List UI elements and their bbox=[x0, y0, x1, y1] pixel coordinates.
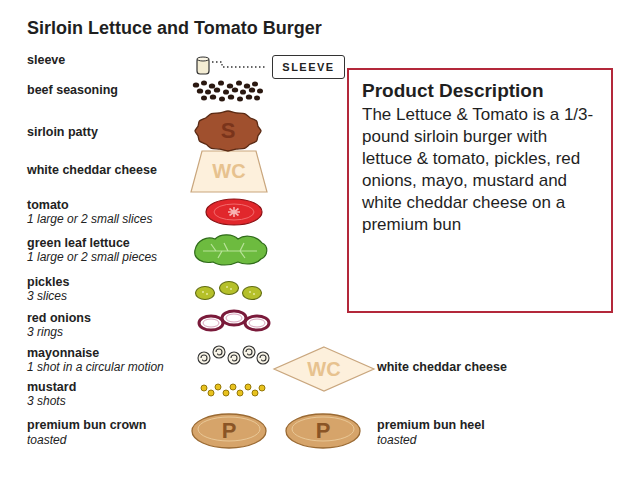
amount-note: 3 rings bbox=[27, 325, 63, 340]
amount-note: 1 large or 2 small slices bbox=[27, 212, 152, 227]
bun-heel: P bbox=[285, 413, 361, 449]
ingredient-label: premium bun heel bbox=[377, 418, 485, 433]
cheese-letters: WC bbox=[212, 160, 245, 183]
sleeve-label: SLEEVE bbox=[282, 61, 334, 73]
lettuce-leaf bbox=[195, 235, 267, 265]
amount-note: toasted bbox=[377, 433, 416, 448]
amount-note: 1 large or 2 small pieces bbox=[27, 250, 157, 265]
bun-outline bbox=[192, 414, 266, 448]
ingredient-label: mustard bbox=[27, 380, 76, 395]
ingredient-label: white cheddar cheese bbox=[377, 360, 507, 375]
amount-note: 3 shots bbox=[27, 394, 66, 409]
cheese-letters: WC bbox=[307, 358, 340, 381]
cheese-outline bbox=[274, 347, 374, 391]
ingredient-label: green leaf lettuce bbox=[27, 236, 130, 251]
patty-letter: S bbox=[221, 118, 236, 144]
ingredient-label: premium bun crown bbox=[27, 418, 146, 433]
cheese-outline bbox=[191, 151, 267, 192]
ingredient-label: pickles bbox=[27, 275, 69, 290]
patty-outline bbox=[195, 111, 261, 151]
bun-crown: P bbox=[191, 413, 267, 449]
description-heading: Product Description bbox=[362, 80, 598, 102]
cheese-slice: WC bbox=[190, 150, 268, 193]
amount-note: 1 shot in a circular motion bbox=[27, 360, 164, 375]
onion-rings bbox=[199, 311, 269, 330]
bun-outline bbox=[286, 414, 360, 448]
ingredient-label: sleeve bbox=[27, 53, 65, 68]
description-box: Product DescriptionThe Lettuce & Tomato … bbox=[347, 68, 613, 313]
cheese-slice: WC bbox=[273, 346, 375, 392]
amount-note: 3 slices bbox=[27, 289, 67, 304]
ingredient-label: tomato bbox=[27, 198, 69, 213]
bun-letter: P bbox=[316, 418, 331, 444]
ingredient-label: beef seasoning bbox=[27, 83, 118, 98]
mustard-dots bbox=[201, 384, 265, 396]
bun-letter: P bbox=[222, 418, 237, 444]
description-body: The Lettuce & Tomato is a 1/3-pound sirl… bbox=[362, 104, 598, 236]
sleeve-icon bbox=[197, 57, 266, 74]
sleeve-box: SLEEVE bbox=[272, 55, 345, 79]
pickle-slices bbox=[196, 282, 262, 300]
mayo-swirls bbox=[198, 346, 269, 364]
ingredient-label: mayonnaise bbox=[27, 346, 99, 361]
amount-note: toasted bbox=[27, 433, 66, 448]
ingredient-label: white cheddar cheese bbox=[27, 163, 157, 178]
patty-shape: S bbox=[193, 109, 263, 153]
ingredient-label: red onions bbox=[27, 311, 91, 326]
tomato-slice bbox=[206, 199, 262, 225]
seasoning-grains bbox=[193, 80, 263, 101]
diagram-title: Sirloin Lettuce and Tomato Burger bbox=[27, 18, 322, 39]
ingredient-label: sirloin patty bbox=[27, 125, 98, 140]
